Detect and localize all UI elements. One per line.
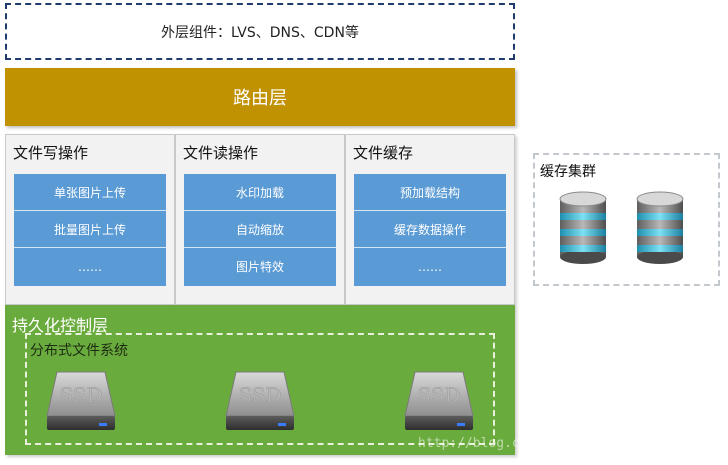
database-icon [559,191,607,264]
file-cache-operations: 预加载结构 缓存数据操作 …… [354,174,506,286]
ssd-drive-label: SSD [59,383,102,407]
watermark: http://blog.csdn.net/yinwenjie [418,436,653,451]
database-icon [636,191,684,264]
outer-components-label: 外层组件：LVS、DNS、CDN等 [161,24,359,41]
routing-layer-label: 路由层 [233,88,287,109]
operation-item: …… [418,259,442,274]
ssd-drive-icon: SSD [225,371,295,430]
operation-item: 预加载结构 [354,174,506,211]
file-write-title: 文件写操作 [13,144,89,162]
file-cache-panel: 文件缓存 预加载结构 缓存数据操作 …… [345,134,515,305]
ssd-drive-icon: SSD [404,371,474,430]
file-write-panel: 文件写操作 单张图片上传 批量图片上传 …… [5,134,175,305]
file-cache-title: 文件缓存 [353,144,414,162]
routing-layer: 路由层 [5,68,515,126]
operation-item: 图片特效 [235,260,284,274]
operation-item: 自动缩放 [184,211,336,248]
ssd-drive-label: SSD [238,383,281,407]
persistence-layer-title: 持久化控制层 [12,316,109,335]
ssd-drive-label: SSD [417,383,460,407]
operation-item: 单张图片上传 [14,174,166,211]
outer-components-layer: 外层组件：LVS、DNS、CDN等 [5,3,515,60]
file-write-operations: 单张图片上传 批量图片上传 …… [14,174,166,286]
operation-item: 水印加载 [184,174,336,211]
operation-item: 缓存数据操作 [354,211,506,248]
distributed-file-system [25,333,495,445]
file-read-panel: 文件读操作 水印加载 自动缩放 图片特效 [175,134,345,305]
operation-item: 批量图片上传 [14,211,166,248]
file-read-title: 文件读操作 [183,144,259,162]
file-read-operations: 水印加载 自动缩放 图片特效 [184,174,336,286]
distributed-file-system-title: 分布式文件系统 [30,343,128,359]
ssd-drive-icon: SSD [46,371,116,430]
operation-item: …… [78,259,102,274]
cache-cluster-title: 缓存集群 [540,164,596,180]
